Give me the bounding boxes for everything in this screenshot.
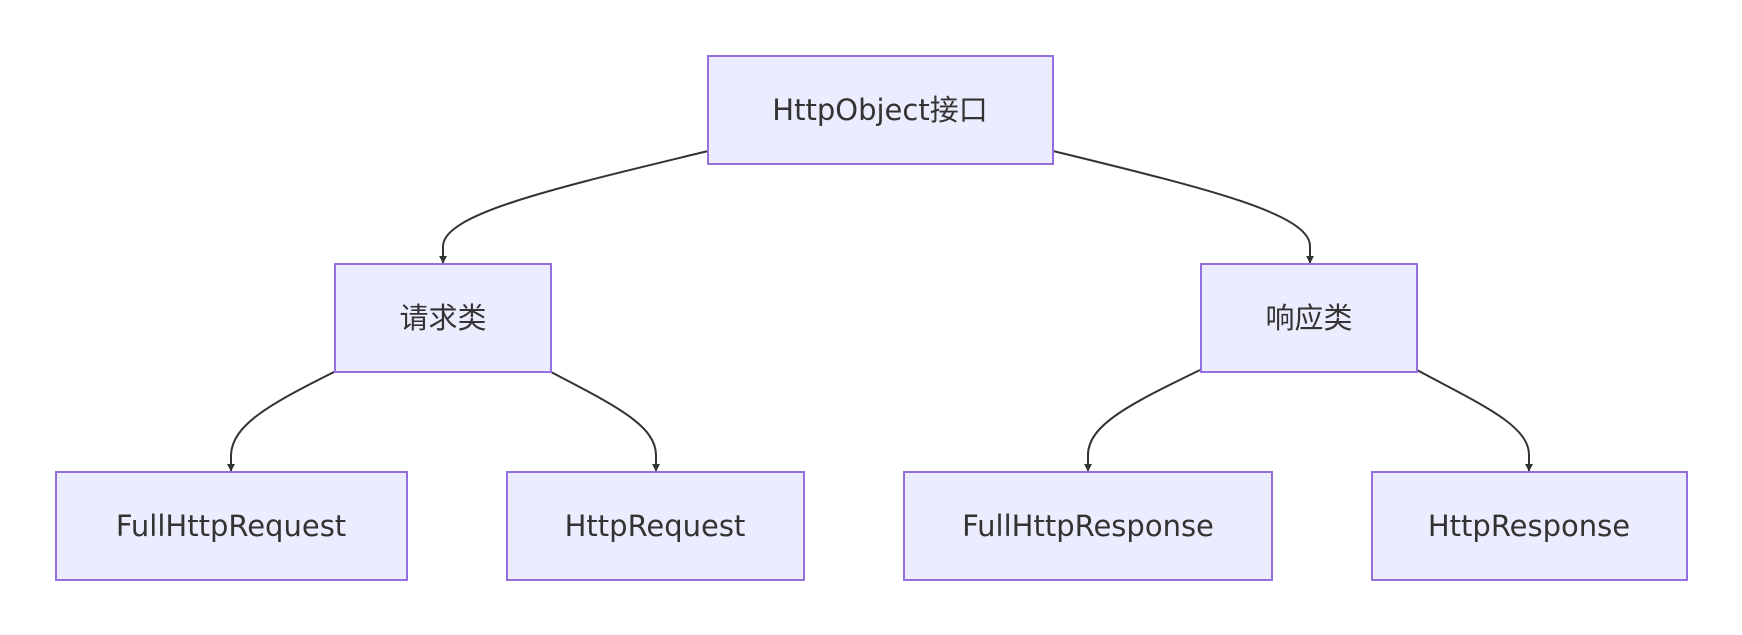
edge-response-to-full-response	[1084, 369, 1201, 472]
edge-response-to-http-response	[1416, 369, 1533, 472]
node-label: FullHttpResponse	[962, 509, 1214, 543]
node-box	[334, 263, 552, 373]
node-response: 响应类	[1200, 263, 1418, 373]
node-box	[506, 471, 805, 581]
node-http-response: HttpResponse	[1371, 471, 1688, 581]
node-label: 请求类	[399, 301, 486, 335]
node-box	[707, 55, 1054, 165]
node-label: FullHttpRequest	[116, 509, 346, 543]
edge-request-to-full-request	[227, 371, 335, 472]
node-http-request: HttpRequest	[506, 471, 805, 581]
node-box	[1200, 263, 1418, 373]
node-label: 响应类	[1265, 301, 1352, 335]
node-label: HttpObject接口	[772, 93, 987, 127]
node-box	[1371, 471, 1688, 581]
node-full-request: FullHttpRequest	[55, 471, 408, 581]
edge-root-to-response	[1052, 150, 1314, 264]
node-request: 请求类	[334, 263, 552, 373]
edge-root-to-request	[439, 150, 709, 264]
node-root: HttpObject接口	[707, 55, 1054, 165]
node-label: HttpResponse	[1428, 509, 1630, 543]
node-label: HttpRequest	[565, 509, 746, 543]
edges	[227, 150, 1533, 472]
node-box	[55, 471, 408, 581]
edge-request-to-http-request	[550, 371, 660, 472]
node-box	[903, 471, 1273, 581]
node-full-response: FullHttpResponse	[903, 471, 1273, 581]
